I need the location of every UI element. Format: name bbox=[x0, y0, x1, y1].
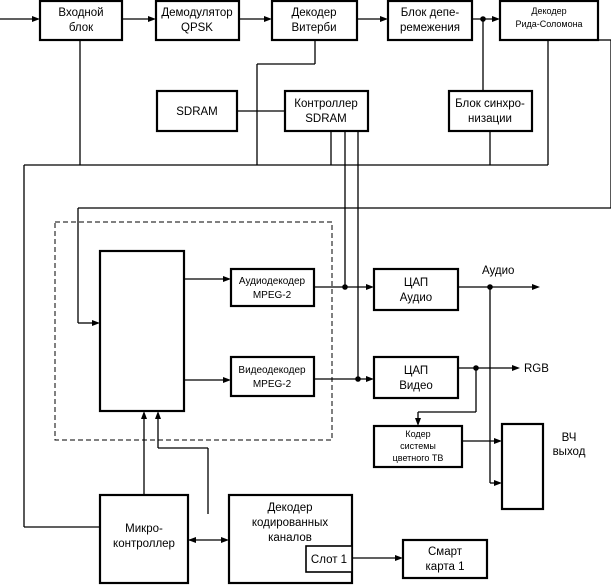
audio-decoder-line1: Аудиодекодер bbox=[239, 276, 306, 287]
reed-solomon-line1: Декодер bbox=[531, 6, 566, 16]
viterbi-decoder-line1: Декодер bbox=[292, 7, 337, 19]
sdram-label: SDRAM bbox=[176, 106, 218, 118]
slot-label: Слот 1 bbox=[311, 554, 347, 566]
channel-decoder-block: Декодер кодированных каналов Слот 1 bbox=[227, 493, 354, 585]
dac-video-line2: Видео bbox=[399, 380, 433, 392]
viterbi-decoder-block: Декодер Витерби bbox=[270, 0, 359, 42]
deinterleaver-line1: Блок депе- bbox=[401, 7, 460, 19]
qpsk-demodulator-line1: Демодулятор bbox=[161, 7, 232, 19]
sync-block: Блок синхро- низации bbox=[447, 89, 534, 133]
rf-output-label-line1: ВЧ bbox=[562, 432, 577, 444]
microcontroller-line1: Микро- bbox=[125, 523, 163, 535]
color-tv-coder-line3: цветного ТВ bbox=[393, 453, 444, 463]
dac-audio-line2: Аудио bbox=[400, 292, 432, 304]
audio-decoder-line2: MPEG-2 bbox=[253, 290, 292, 301]
rf-output-label-line2: выход bbox=[553, 446, 586, 458]
video-decoder-line1: Видеодекодер bbox=[238, 365, 306, 376]
channel-decoder-line3: каналов bbox=[268, 532, 312, 544]
channel-decoder-line2: кодированных bbox=[252, 517, 329, 529]
rf-modulator-block bbox=[500, 422, 545, 511]
deinterleaver-line2: ремежения bbox=[400, 22, 460, 34]
color-tv-coder-line2: системы bbox=[400, 441, 436, 451]
rgb-output-label: RGB bbox=[524, 363, 549, 375]
sdram-controller-line2: SDRAM bbox=[305, 113, 347, 125]
smart-card-line2: карта 1 bbox=[426, 561, 465, 573]
sdram-block: SDRAM bbox=[155, 89, 239, 133]
demultiplexer-block bbox=[98, 249, 186, 413]
reed-solomon-decoder-block: Декодер Рида-Соломона bbox=[498, 0, 600, 42]
mpeg-region-frame bbox=[54, 221, 333, 441]
audio-output-label: Аудио bbox=[482, 265, 514, 277]
input-block: Входной блок bbox=[38, 0, 124, 42]
color-tv-coder-line1: Кодер bbox=[405, 429, 430, 439]
sync-block-line1: Блок синхро- bbox=[455, 98, 525, 110]
sync-block-line2: низации bbox=[468, 113, 512, 125]
input-block-line1: Входной bbox=[58, 7, 103, 19]
sdram-controller-line1: Контроллер bbox=[294, 98, 357, 110]
dac-video-line1: ЦАП bbox=[404, 365, 428, 377]
deinterleaver-block: Блок депе- ремежения bbox=[386, 0, 474, 42]
connection-lines bbox=[0, 16, 611, 561]
reed-solomon-line2: Рида-Соломона bbox=[515, 19, 582, 29]
viterbi-decoder-line2: Витерби bbox=[291, 22, 336, 34]
audio-decoder-block: Аудиодекодер MPEG-2 bbox=[229, 267, 316, 308]
color-tv-coder-block: Кодер системы цветного ТВ bbox=[372, 424, 464, 469]
dac-audio-block: ЦАП Аудио bbox=[372, 267, 460, 312]
microcontroller-line2: контроллер bbox=[113, 538, 175, 550]
dac-audio-line1: ЦАП bbox=[404, 277, 428, 289]
smart-card-line1: Смарт bbox=[428, 546, 463, 558]
qpsk-demodulator-block: Демодулятор QPSK bbox=[154, 0, 241, 42]
qpsk-demodulator-line2: QPSK bbox=[181, 22, 213, 34]
smart-card-block: Смарт карта 1 bbox=[401, 538, 489, 580]
channel-decoder-line1: Декодер bbox=[268, 502, 313, 514]
microcontroller-block: Микро- контроллер bbox=[98, 493, 190, 585]
video-decoder-block: Видеодекодер MPEG-2 bbox=[229, 355, 316, 398]
video-decoder-line2: MPEG-2 bbox=[253, 379, 292, 390]
dac-video-block: ЦАП Видео bbox=[372, 355, 460, 400]
sdram-controller-block: Контроллер SDRAM bbox=[283, 89, 370, 133]
input-block-line2: блок bbox=[69, 22, 94, 34]
